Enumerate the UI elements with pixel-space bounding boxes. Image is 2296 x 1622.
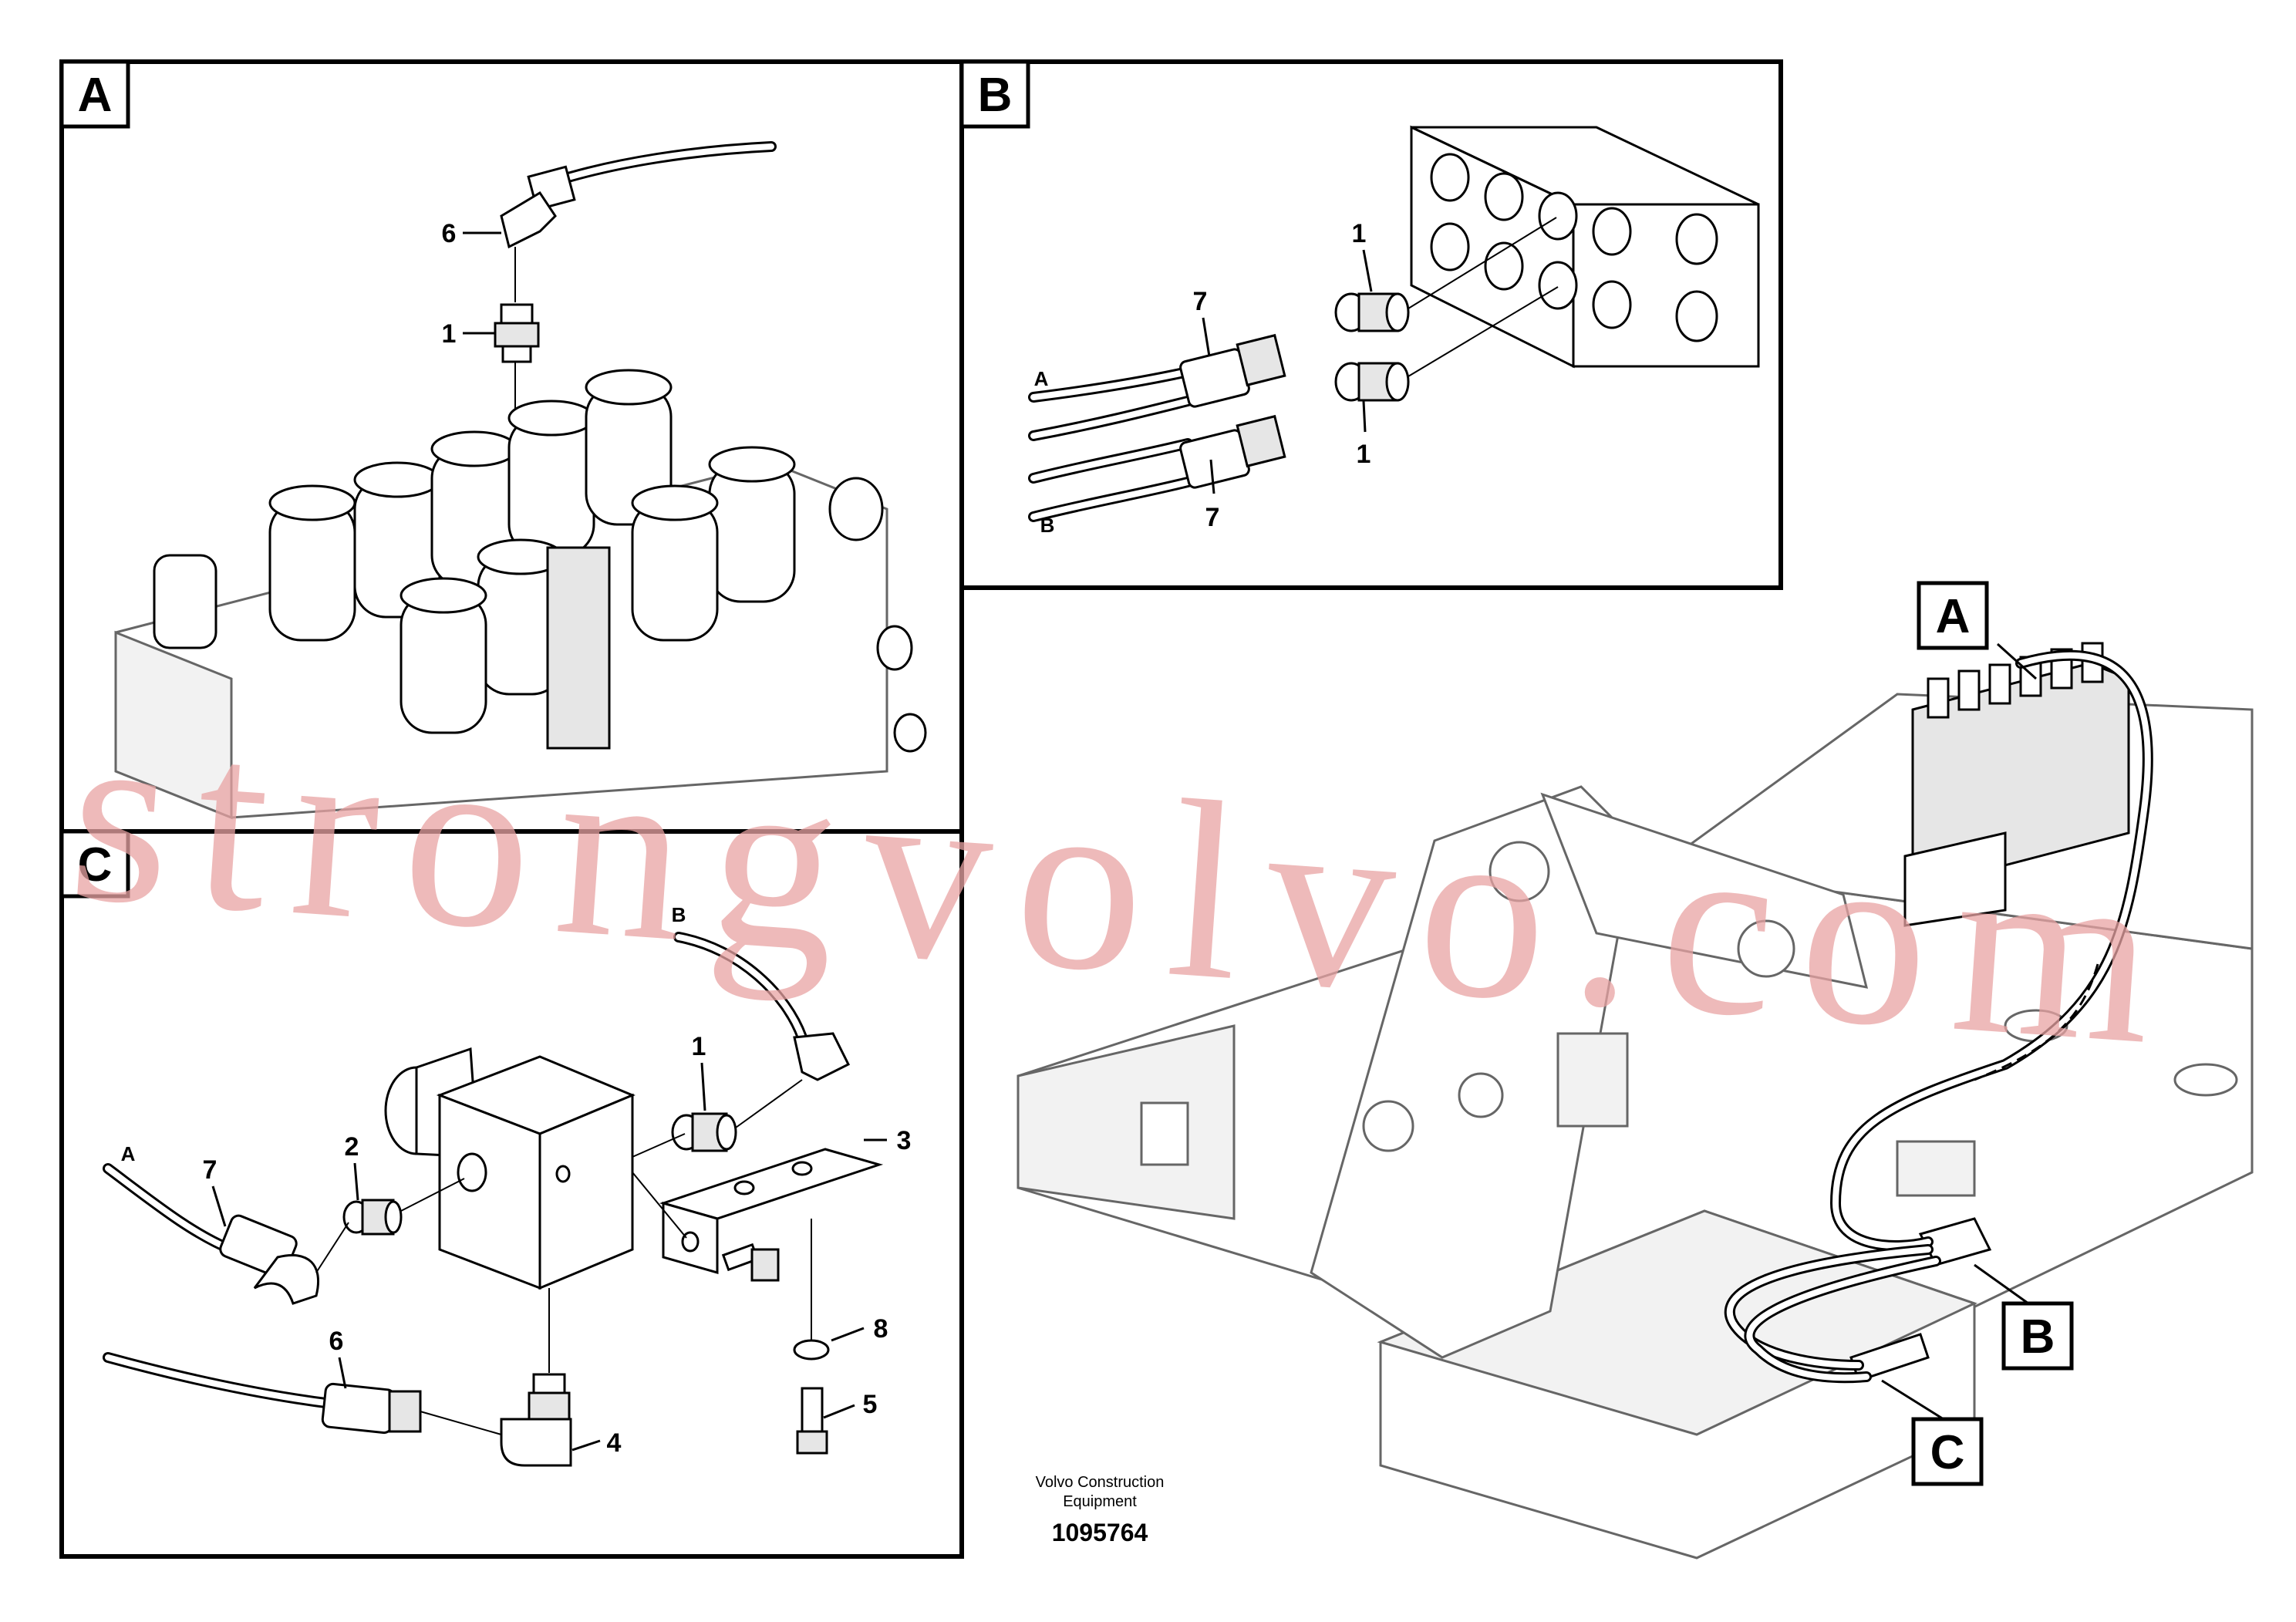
panel-c: C B 1 — [59, 829, 964, 1559]
panel-b-tag-text: B — [978, 69, 1013, 122]
overview-assembly — [1017, 642, 2254, 1560]
panel-c-callout-1: 1 — [692, 1032, 706, 1061]
panel-c-tag-text: C — [78, 838, 113, 892]
panel-c-callout-5: 5 — [863, 1390, 878, 1419]
mounting-bracket-3 — [659, 1148, 884, 1274]
panel-b-hose-label-a: A — [1034, 367, 1049, 390]
washer-8 — [793, 1339, 830, 1361]
solenoid-valve-assembly — [114, 369, 927, 820]
panel-a-tag: A — [59, 59, 130, 129]
overview-tag-b-text: B — [2021, 1310, 2055, 1364]
panel-b: B — [959, 59, 1783, 590]
panel-c-callout-7: 7 — [203, 1155, 217, 1185]
overview-tag-c-text: C — [1930, 1426, 1965, 1479]
panel-c-hose-label-b: B — [672, 903, 686, 926]
adapter-fitting-1 — [494, 303, 540, 363]
adapter-fitting-1-lower — [1334, 362, 1410, 402]
panel-b-callout-1-lower: 1 — [1357, 440, 1371, 469]
drawing-number: 1095764 — [1052, 1519, 1148, 1546]
adapter-fitting-1 — [671, 1112, 737, 1152]
panel-b-hose-label-b: B — [1040, 514, 1055, 537]
footer-brand: Volvo Construction Equipment 1095764 — [1036, 1474, 1165, 1546]
panel-b-callout-7-upper: 7 — [1193, 287, 1208, 316]
panel-a-tag-text: A — [78, 69, 113, 122]
adapter-fitting-2 — [342, 1199, 403, 1236]
overview-tag-a: A — [1917, 581, 1989, 650]
bolt-5 — [796, 1387, 828, 1455]
panel-c-callout-3: 3 — [897, 1126, 912, 1155]
elbow-fitting-4 — [500, 1288, 572, 1467]
footer-brand-line2: Equipment — [1063, 1493, 1137, 1510]
panel-c-callout-8: 8 — [874, 1314, 888, 1344]
bolt — [721, 1243, 780, 1282]
elbow-fitting-6 — [500, 191, 557, 249]
overview-tag-c: C — [1911, 1417, 1984, 1486]
adapter-fitting-1-upper — [1334, 292, 1410, 332]
panel-c-callout-4: 4 — [607, 1428, 622, 1458]
panel-a: A 6 1 — [59, 59, 964, 834]
panel-b-callout-7-lower: 7 — [1205, 503, 1220, 532]
panel-a-callout-6: 6 — [442, 219, 457, 248]
manifold-block — [1410, 125, 1760, 369]
overview-tag-b: B — [2001, 1301, 2074, 1371]
panel-c-callout-6: 6 — [329, 1327, 344, 1356]
panel-c-tag: C — [59, 829, 130, 899]
distribution-block — [384, 1047, 636, 1290]
panel-a-callout-1: 1 — [442, 319, 457, 349]
panel-b-callout-1-upper: 1 — [1352, 219, 1367, 248]
panel-c-hose-label-a: A — [121, 1142, 136, 1165]
panel-c-callout-2: 2 — [345, 1132, 359, 1162]
panel-b-tag: B — [959, 59, 1030, 129]
overview-tag-a-text: A — [1936, 590, 1971, 643]
footer-brand-line1: Volvo Construction — [1036, 1474, 1165, 1491]
junction-block — [1918, 1217, 1992, 1266]
